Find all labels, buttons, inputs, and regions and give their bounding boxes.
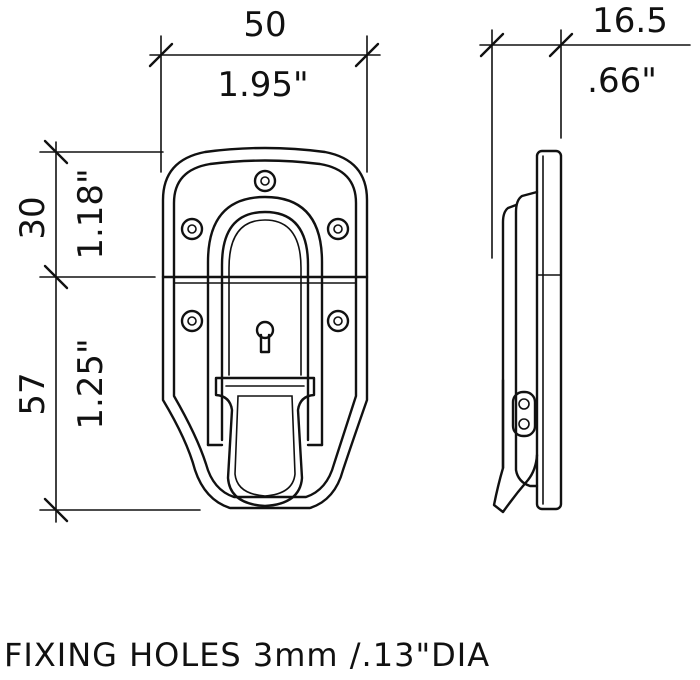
side-body-outer — [514, 190, 539, 488]
hasp-loop-inner-2 — [228, 219, 302, 376]
lower-height-in-label: 1.25" — [71, 338, 111, 429]
width-mm-label: 50 — [243, 5, 286, 45]
fixing-hole-upper-left — [180, 217, 204, 241]
latch-side-view — [492, 149, 563, 514]
width-in-label: 1.95" — [217, 65, 308, 105]
fixing-hole-top — [253, 169, 277, 193]
fixing-hole-upper-right — [326, 217, 350, 241]
latch-front-view — [161, 146, 369, 510]
lever-cap-inner — [225, 385, 305, 497]
keyhole-icon — [255, 320, 275, 354]
depth-mm-label: 16.5 — [592, 1, 668, 41]
depth-in-label: .66" — [587, 61, 657, 101]
lower-height-mm-label: 57 — [13, 372, 53, 415]
plate-inner-outline — [172, 159, 358, 499]
dimension-heights: 30 1.18" 57 1.25" — [13, 139, 201, 523]
lever-cap-outline — [214, 376, 316, 508]
upper-height-mm-label: 30 — [13, 196, 53, 239]
side-body-middle — [501, 203, 518, 470]
fixing-holes-caption: FIXING HOLES 3mm /.13"DIA — [4, 636, 490, 674]
fixing-hole-lower-right — [326, 309, 350, 333]
dimension-width: 50 1.95" — [148, 5, 381, 173]
fixing-hole-lower-left — [180, 309, 204, 333]
hasp-loop-outer — [206, 195, 324, 447]
base-plate-outline — [161, 146, 369, 510]
upper-height-in-label: 1.18" — [71, 168, 111, 259]
side-hinge-pin — [511, 390, 537, 438]
hasp-loop-inner — [220, 210, 310, 442]
dimension-depth: 16.5 .66" — [479, 1, 691, 259]
side-lever — [492, 378, 539, 514]
side-base-plate — [535, 149, 563, 511]
